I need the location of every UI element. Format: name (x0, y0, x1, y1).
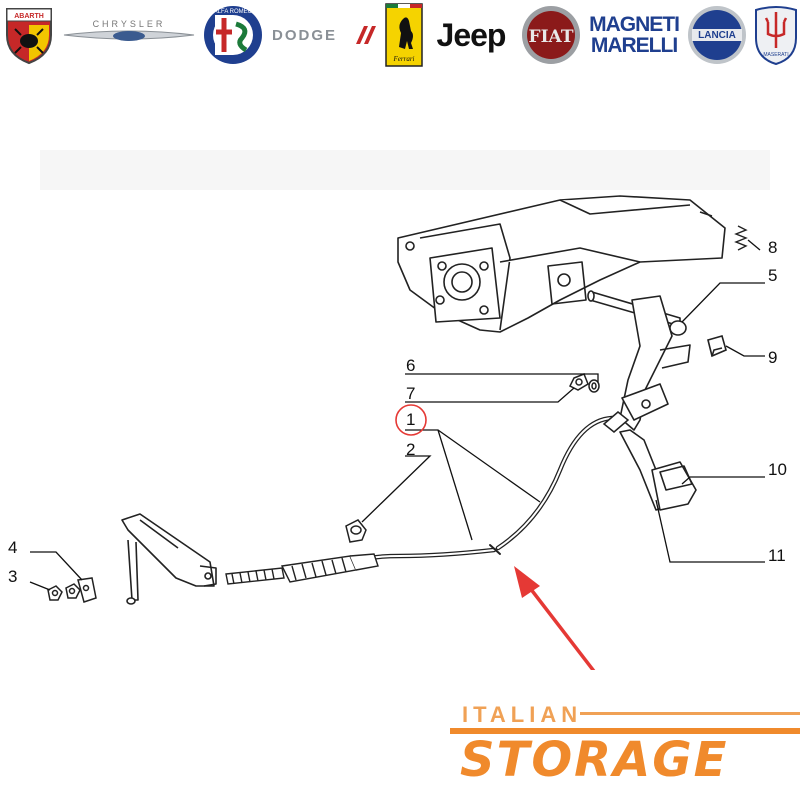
dodge-logo: DODGE (270, 4, 378, 66)
return-spring (734, 225, 748, 251)
magneti-logo-line1: MAGNETI (589, 13, 680, 36)
callout-4: 4 (8, 538, 18, 557)
ferrari-logo: Ferrari (384, 3, 424, 67)
cable-end-boot (225, 553, 379, 585)
italian-storage-watermark: ITALIAN STORAGE (450, 700, 800, 800)
dodge-logo-text: DODGE (272, 27, 337, 44)
jeep-logo-text: Jeep (436, 16, 507, 53)
red-pointer-arrow (514, 566, 596, 670)
watermark-line2: STORAGE (460, 732, 729, 788)
callout-8: 8 (768, 238, 778, 257)
chrysler-logo-text: CHRYSLER (93, 19, 166, 29)
washer-and-nut-left (47, 577, 97, 603)
callout-3: 3 (8, 567, 18, 586)
release-lever-bracket (121, 513, 217, 605)
maserati-logo: MASERATI (752, 4, 800, 66)
clutch-pedal-assembly (587, 290, 697, 511)
lancia-logo-text: LANCIA (698, 30, 736, 41)
clutch-cable (347, 411, 630, 565)
callout-1: 1 (406, 410, 416, 429)
fiat-logo: FIAT (518, 4, 584, 66)
callout-5: 5 (768, 266, 778, 285)
abarth-logo-text: ABARTH (14, 13, 44, 20)
lancia-logo: LANCIA (684, 4, 750, 66)
callout-9: 9 (768, 348, 778, 367)
clutch-cable-diagram (29, 150, 770, 670)
nut-and-washer (568, 373, 600, 393)
brand-logo-bar: ABARTH CHRYSLER ALFA ROMEO DODGE (0, 0, 800, 72)
callout-7: 7 (406, 384, 416, 403)
highlight-circle (395, 404, 427, 436)
callout-2: 2 (406, 440, 416, 459)
pedal-box-bracket (397, 195, 726, 333)
magneti-logo-line2: MARELLI (590, 34, 678, 57)
callout-11: 11 (768, 546, 786, 565)
cable-grommet (345, 519, 367, 543)
magneti-marelli-logo: MAGNETI MARELLI (588, 4, 680, 66)
jeep-logo: Jeep (428, 4, 514, 66)
ferrari-logo-text: Ferrari (393, 55, 415, 63)
abarth-logo: ABARTH (2, 4, 56, 66)
chrysler-logo: CHRYSLER (62, 4, 196, 66)
callout-6: 6 (406, 356, 416, 375)
alfa-romeo-logo-text: ALFA ROMEO (214, 9, 253, 15)
leader-lines (29, 239, 765, 591)
callout-10: 10 (768, 460, 787, 479)
pedal-stop-pad (707, 335, 727, 358)
maserati-logo-text: MASERATI (763, 52, 788, 58)
scan-shadow (40, 150, 770, 190)
fiat-logo-text: FIAT (529, 27, 574, 47)
alfa-romeo-logo: ALFA ROMEO (202, 4, 264, 66)
watermark-line1: ITALIAN (462, 702, 583, 727)
